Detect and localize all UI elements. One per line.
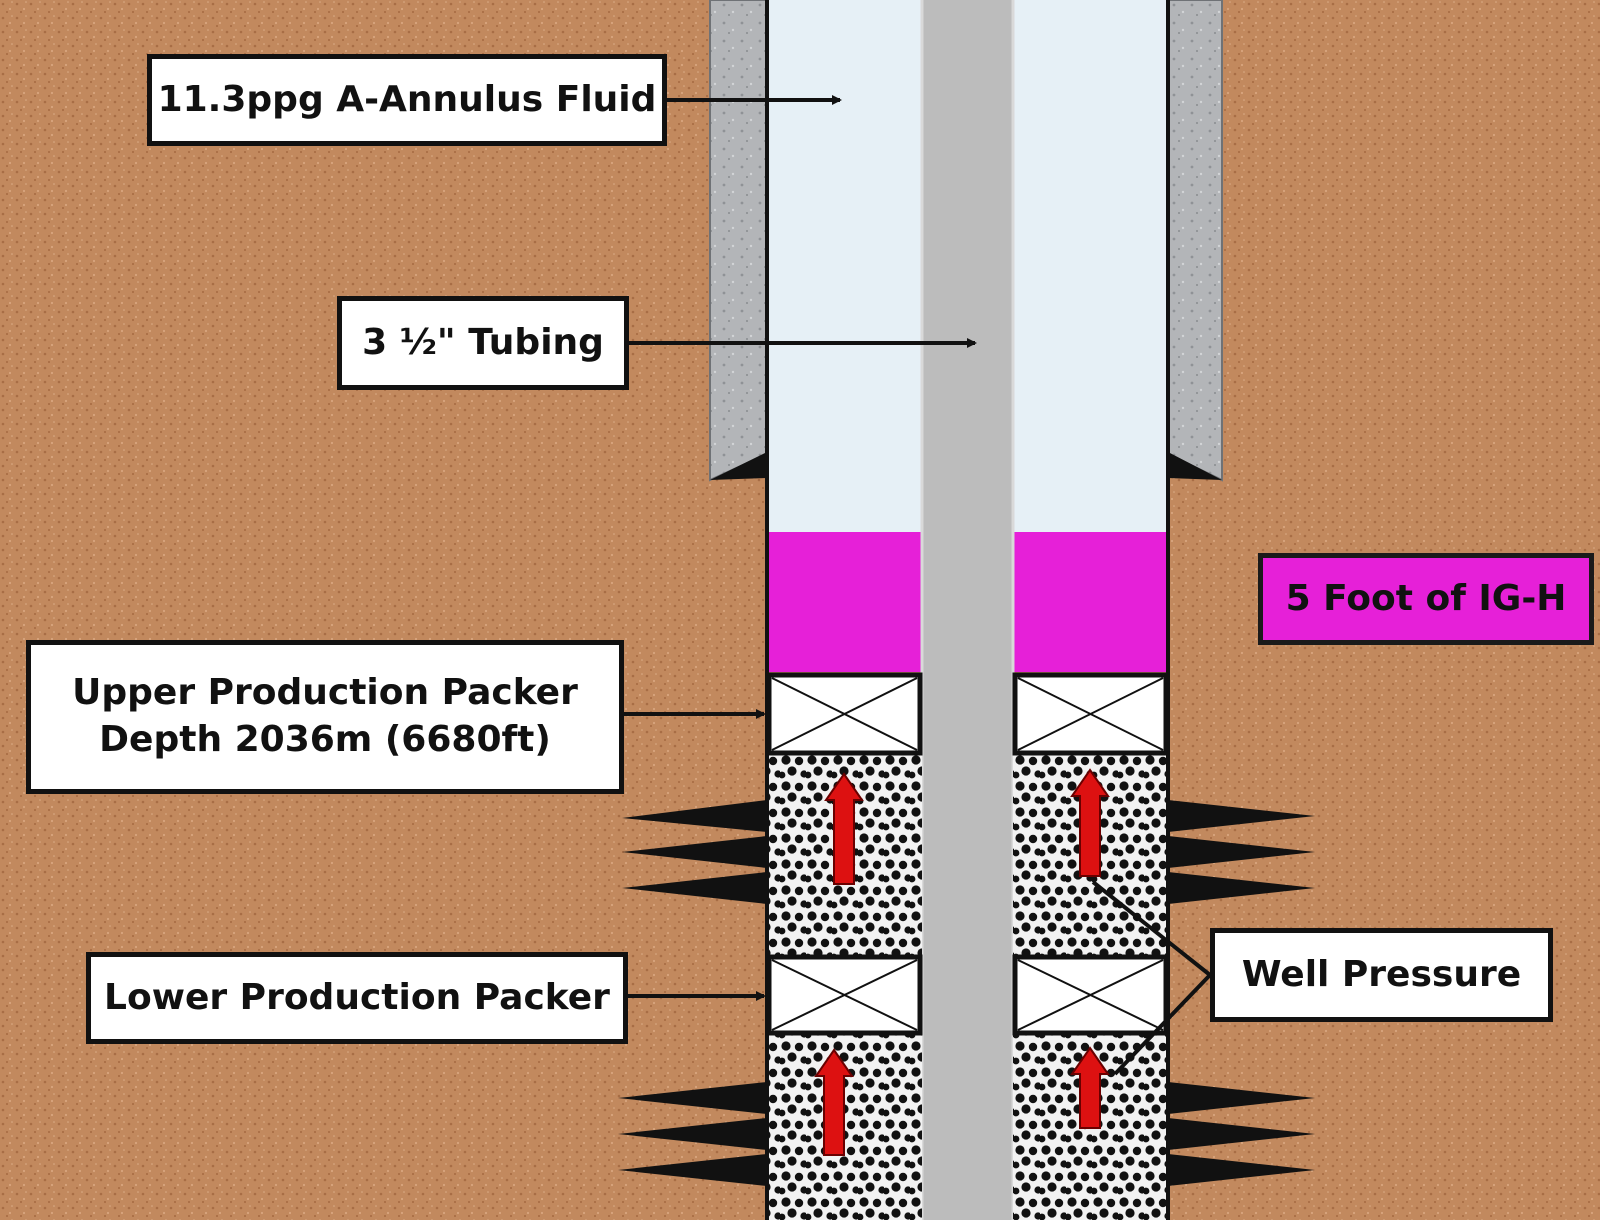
lower-packer-right (1012, 954, 1169, 1036)
igh-fluid-right (1013, 532, 1168, 672)
perforation-spike-icon (618, 1082, 767, 1114)
upper-packer-right (1012, 672, 1169, 756)
lower-packer-left (766, 954, 923, 1036)
annulus-fluid-text: 11.3ppg A-Annulus Fluid (157, 78, 657, 120)
perforation-spike-icon (1168, 836, 1315, 868)
pressure-arrow-upper-left (824, 772, 864, 885)
annulus-fluid-right (1013, 0, 1168, 532)
perforations-upper-left (622, 800, 767, 904)
igh-label: 5 Foot of IG-H (1258, 553, 1594, 645)
well-pressure-text: Well Pressure (1241, 953, 1522, 995)
casing-shoe-right (1168, 452, 1222, 480)
igh-fluid-left (767, 532, 922, 672)
igh-text: 5 Foot of IG-H (1285, 577, 1567, 619)
perforation-spike-icon (1168, 1118, 1315, 1150)
upper-packer-text-line1: Upper Production Packer (72, 672, 578, 714)
packer-x-icon (1017, 677, 1164, 751)
casing-shoe-left (710, 452, 767, 480)
tubing (922, 0, 1013, 1220)
packer-x-icon (771, 677, 918, 751)
packer-x-icon (1017, 959, 1164, 1031)
upper-packer-label: Upper Production Packer Depth 2036m (668… (26, 640, 624, 794)
tubing-text: 3 ½" Tubing (362, 321, 604, 363)
perforation-spike-icon (622, 800, 767, 832)
perforations-lower-right (1168, 1082, 1315, 1186)
perforations-upper-right (1168, 800, 1315, 904)
perforations-lower-left (618, 1082, 767, 1186)
pressure-up-arrow-icon (824, 772, 864, 885)
upper-packer-left (766, 672, 923, 756)
perforation-spike-icon (618, 1118, 767, 1150)
perforation-spike-icon (1168, 872, 1315, 904)
perforation-spike-icon (1168, 1082, 1315, 1114)
lower-packer-label: Lower Production Packer (86, 952, 628, 1044)
tubing-label: 3 ½" Tubing (337, 296, 629, 390)
pressure-arrow-lower-left (814, 1048, 854, 1156)
pressure-up-arrow-icon (1070, 768, 1110, 877)
casing-right (1167, 0, 1223, 482)
pressure-up-arrow-icon (1070, 1046, 1110, 1129)
perforation-spike-icon (1168, 800, 1315, 832)
pressure-up-arrow-icon (814, 1048, 854, 1156)
casing-left (709, 0, 768, 482)
annulus-fluid-left (767, 0, 922, 532)
pressure-arrow-lower-right (1070, 1046, 1110, 1129)
perforation-spike-icon (622, 836, 767, 868)
upper-packer-text-line2: Depth 2036m (6680ft) (99, 719, 551, 760)
packer-x-icon (771, 959, 918, 1031)
pressure-arrow-upper-right (1070, 768, 1110, 877)
perforation-spike-icon (1168, 1154, 1315, 1186)
lower-packer-text: Lower Production Packer (104, 976, 610, 1018)
annulus-fluid-label: 11.3ppg A-Annulus Fluid (147, 54, 667, 146)
well-pressure-label: Well Pressure (1210, 928, 1553, 1022)
perforation-spike-icon (622, 872, 767, 904)
perforation-spike-icon (618, 1154, 767, 1186)
